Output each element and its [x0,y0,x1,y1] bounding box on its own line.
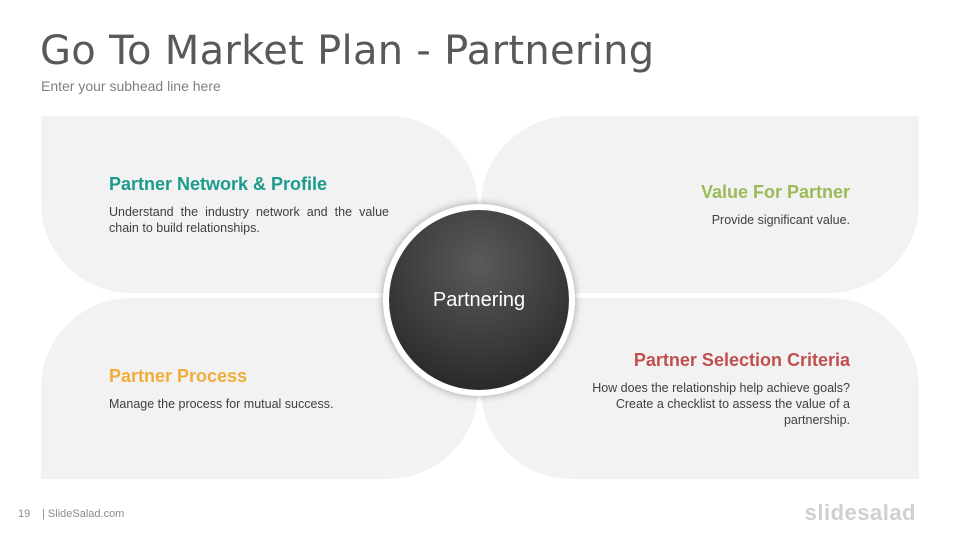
slide-subtitle: Enter your subhead line here [41,78,221,94]
quadrant-text-process: Manage the process for mutual success. [109,397,334,411]
quadrant-heading-value: Value For Partner [700,182,850,202]
center-hub: Partnering [389,210,569,390]
footer-site: | SlideSalad.com [42,508,125,520]
slide-title: Go To Market Plan - Partnering [40,28,655,74]
quadrant-heading-selection: Partner Selection Criteria [633,350,850,370]
brand-logo: slidesalad [804,500,916,525]
quadrant-heading-network: Partner Network & Profile [109,174,328,194]
quadrant-text-selection: How does the relationship help achieve g… [592,381,850,427]
quadrant-text-value: Provide significant value. [711,213,850,227]
center-hub-label: Partnering [432,288,526,311]
quadrant-text-network: Understand the industry network and the … [109,205,389,235]
page-number: 19 [18,508,31,520]
quadrant-heading-process: Partner Process [109,366,248,386]
